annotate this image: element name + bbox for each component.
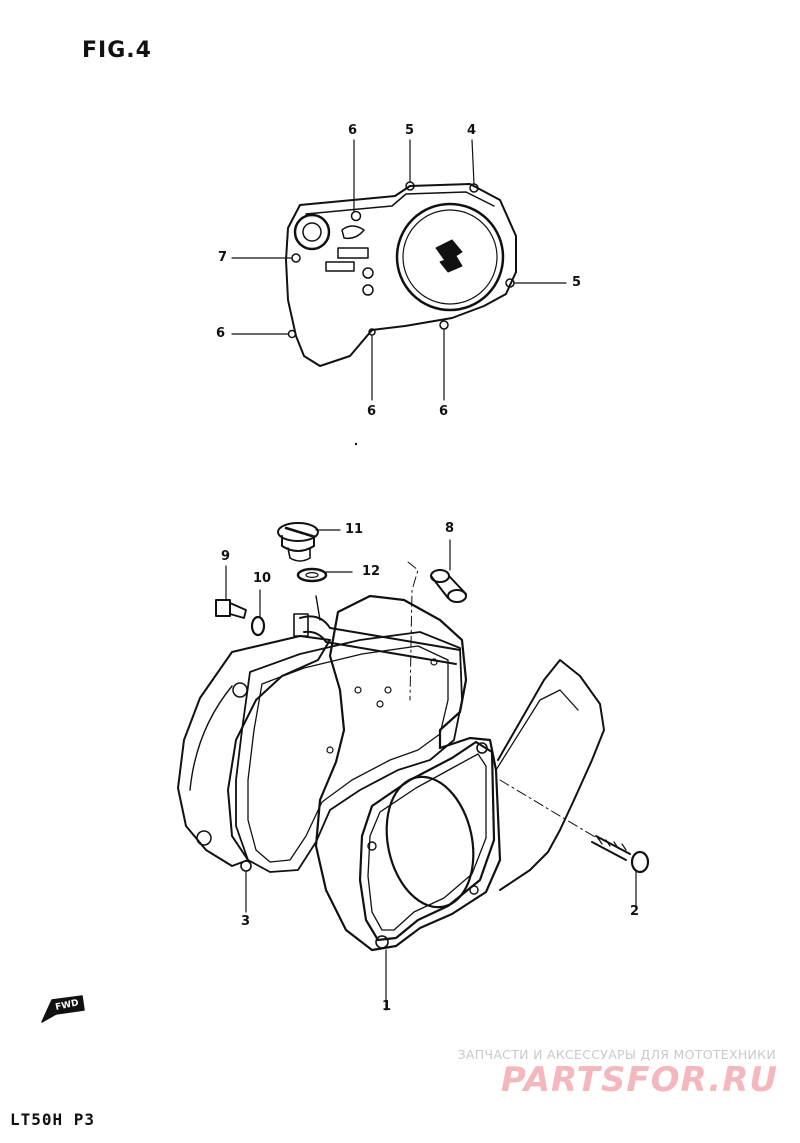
callout-3: 3 — [241, 914, 251, 929]
callout-8: 8 — [445, 521, 455, 536]
watermark-brand: PARTSFOR.RU — [500, 1060, 778, 1100]
callout-5-top: 5 — [405, 123, 415, 138]
callout-6-left: 6 — [216, 326, 226, 341]
crankcase-cover-part — [314, 594, 605, 952]
top-leader-lines — [231, 139, 567, 401]
callout-6-top-left: 6 — [348, 123, 358, 138]
callout-12: 12 — [362, 564, 381, 579]
gasket-part — [235, 631, 463, 873]
watermark-caption: ЗАПЧАСТИ И АКСЕССУАРЫ ДЛЯ МОТОТЕХНИКИ — [457, 1047, 776, 1062]
oil-filler-cap-part — [277, 522, 319, 562]
long-screw-part — [591, 835, 650, 874]
callout-1: 1 — [382, 999, 392, 1014]
figure-title: FIG.4 — [82, 38, 152, 63]
callout-4: 4 — [467, 123, 477, 138]
callout-11: 11 — [345, 522, 364, 537]
callout-9: 9 — [221, 549, 231, 564]
bottom-leader-lines — [225, 529, 637, 1011]
o-ring-inner — [305, 571, 319, 578]
breather-hose-part — [293, 595, 461, 665]
outer-cover-part — [285, 181, 517, 367]
assembly-center-lines — [407, 561, 601, 841]
callout-2: 2 — [630, 904, 640, 919]
washer-part — [250, 615, 266, 637]
callout-7: 7 — [218, 250, 228, 265]
callout-6-bottom-right: 6 — [439, 404, 449, 419]
bolt-small-part — [215, 599, 247, 619]
fwd-arrow-icon: FWD — [41, 995, 85, 1023]
model-code: LT50H P3 — [10, 1110, 96, 1129]
dowel-pin-part — [430, 569, 467, 603]
o-ring-part — [296, 567, 328, 583]
fwd-label: FWD — [55, 998, 80, 1013]
callout-6-bottom-center: 6 — [367, 404, 377, 419]
callout-10: 10 — [253, 571, 272, 586]
callout-5-right: 5 — [572, 275, 582, 290]
